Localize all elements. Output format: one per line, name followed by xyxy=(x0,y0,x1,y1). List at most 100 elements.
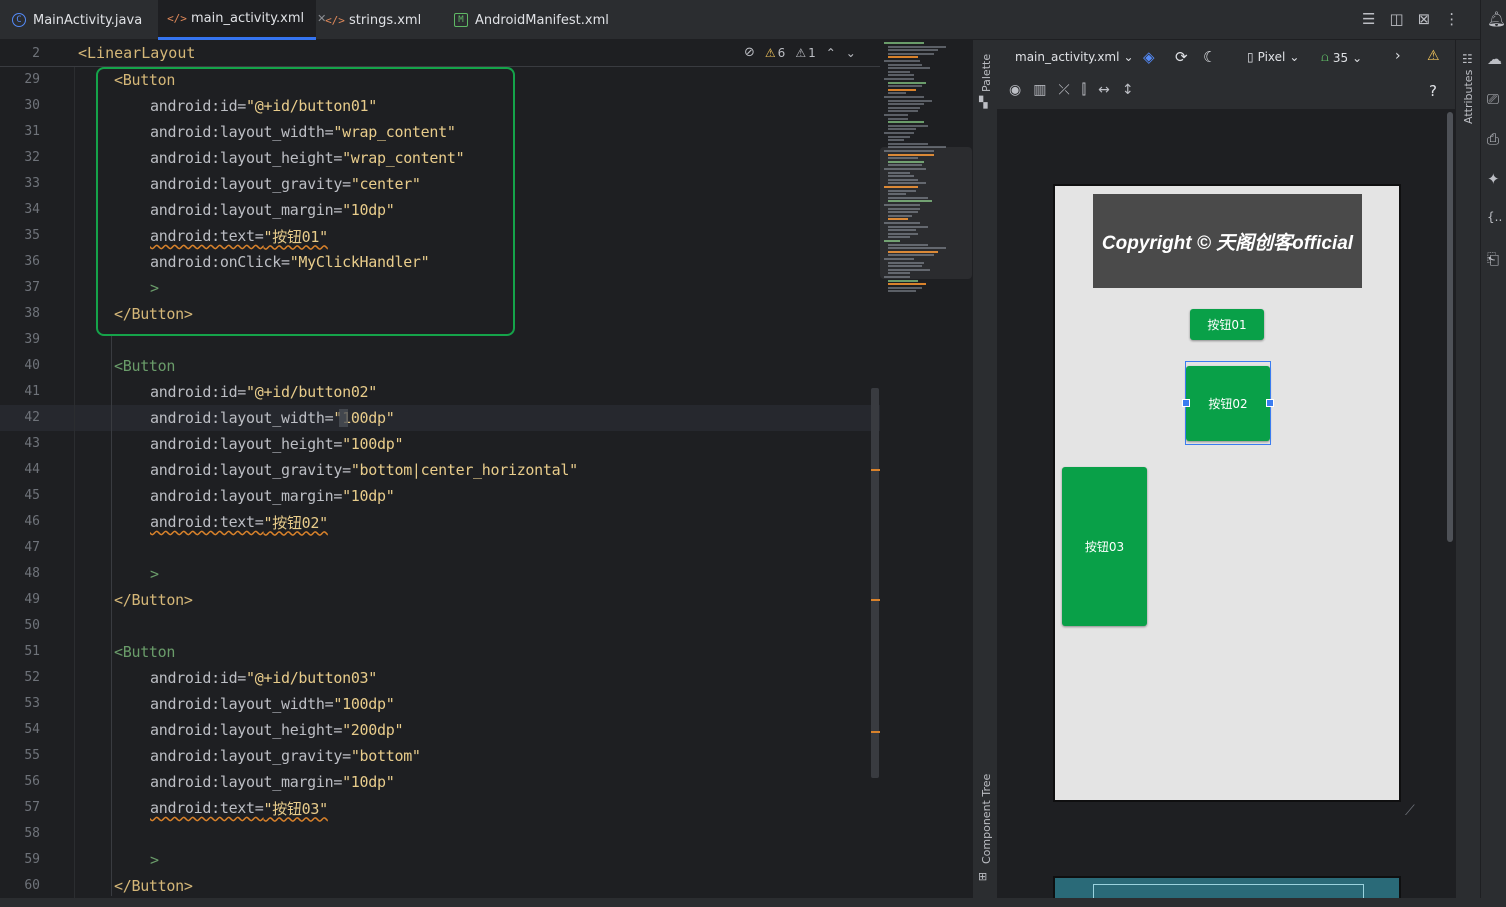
editor-scrollbar[interactable] xyxy=(871,388,879,778)
baseline-icon[interactable]: ⫿ xyxy=(1081,82,1087,98)
code-token: android:layout_gravity= xyxy=(150,747,351,765)
device-preview[interactable]: Copyright © 天阁创客official 按钮01 按钮02 按钮03 xyxy=(1053,184,1401,802)
line-number: 51 xyxy=(24,644,40,659)
canvas-scrollbar[interactable] xyxy=(1447,112,1453,542)
design-toolbar: main_activity.xml ⌄ ◈ ⟳ ☾ ▯ Pixel ⌄ ⩍ 35… xyxy=(997,40,1455,110)
reader-mode-icon[interactable]: ⊘ xyxy=(744,45,755,60)
more-options-icon[interactable]: ⋮ xyxy=(1444,10,1460,28)
file-selector[interactable]: main_activity.xml ⌄ xyxy=(1015,50,1134,64)
code-token: > xyxy=(150,279,159,297)
device-label: Pixel xyxy=(1257,50,1286,64)
device-explorer-icon[interactable]: ⎗ xyxy=(1487,250,1500,268)
chevron-down-icon: ⌄ xyxy=(1289,50,1300,64)
attributes-icon[interactable]: ☷ xyxy=(1462,52,1473,66)
resize-corner-icon[interactable]: ⟋ xyxy=(1405,803,1415,819)
orientation-icon[interactable]: ⟳ xyxy=(1175,48,1188,66)
design-view-icon[interactable]: ⊠ xyxy=(1417,10,1431,28)
attributes-tab[interactable]: Attributes xyxy=(1462,69,1475,124)
palette-tab[interactable]: Palette xyxy=(980,53,993,92)
minimap-line xyxy=(888,85,922,88)
code-token: android:id= xyxy=(150,669,247,687)
tool-window-bar: 🔔︎ ☁ ⎚ ⎙ ✦ {.. ⎗ xyxy=(1480,0,1506,907)
constraints-off-icon[interactable]: ⤫ xyxy=(1058,82,1070,98)
api-level-selector[interactable]: ⩍ 35 ⌄ xyxy=(1321,50,1362,65)
phone-icon: ▯ xyxy=(1247,50,1254,64)
minimap-line xyxy=(888,135,910,138)
preview-button03[interactable]: 按钮03 xyxy=(1062,467,1147,626)
tab-mainactivity-java[interactable]: C MainActivity.java xyxy=(0,0,156,40)
code-line: android:onClick="MyClickHandler" xyxy=(150,249,430,275)
code-token: > xyxy=(150,565,159,583)
minimap-line xyxy=(888,63,922,66)
minimap-line xyxy=(888,214,912,217)
copyright-banner[interactable]: Copyright © 天阁创客official xyxy=(1093,194,1362,288)
warning-marker[interactable] xyxy=(871,731,880,733)
line-number: 47 xyxy=(24,540,40,555)
code-view-icon[interactable]: ☰ xyxy=(1362,10,1376,28)
next-highlight-icon[interactable]: ⌄ xyxy=(845,45,856,60)
preview-button01[interactable]: 按钮01 xyxy=(1190,309,1264,340)
device-manager-icon[interactable]: ⎚ xyxy=(1487,90,1500,108)
help-icon[interactable]: ? xyxy=(1429,82,1437,100)
code-token: "按钮02" xyxy=(263,513,329,532)
design-surface-icon[interactable]: ◈ xyxy=(1143,48,1155,66)
gemini-icon[interactable]: ✦ xyxy=(1487,170,1500,188)
code-line: android:layout_margin="10dp" xyxy=(150,769,395,795)
warning-marker[interactable] xyxy=(871,599,880,601)
code-token: android:layout_width= xyxy=(150,123,334,141)
chevron-right-icon[interactable]: › xyxy=(1395,48,1401,64)
tab-androidmanifest-xml[interactable]: M AndroidManifest.xml xyxy=(442,0,612,40)
tab-main-activity-xml[interactable]: </> main_activity.xml ✕ xyxy=(158,0,326,40)
running-devices-icon[interactable]: ⎙ xyxy=(1487,130,1500,148)
horizontal-resize-icon[interactable]: ↔ xyxy=(1098,82,1110,98)
split-view-icon[interactable]: ◫ xyxy=(1389,10,1404,28)
line-number: 58 xyxy=(24,826,40,841)
minimap-line xyxy=(888,193,906,196)
blueprint-icon[interactable]: ▥ xyxy=(1033,82,1047,98)
line-number: 41 xyxy=(24,384,40,399)
minimap-viewport[interactable] xyxy=(880,147,972,279)
warning-icon[interactable]: ⚠ xyxy=(764,45,776,60)
prev-highlight-icon[interactable]: ⌃ xyxy=(825,45,836,60)
device-selector[interactable]: ▯ Pixel ⌄ xyxy=(1247,50,1299,64)
component-tree-tab[interactable]: Component Tree xyxy=(980,773,993,864)
code-token: "@+id/button02" xyxy=(246,383,378,401)
minimap-line xyxy=(888,279,918,282)
notifications-icon[interactable]: 🔔︎ xyxy=(1487,10,1506,28)
line-number: 54 xyxy=(24,722,40,737)
preview-button02[interactable]: 按钮02 xyxy=(1186,366,1270,441)
minimap-line xyxy=(888,247,946,250)
tab-strings-xml[interactable]: </> strings.xml xyxy=(316,0,440,40)
design-canvas[interactable]: Copyright © 天阁创客official 按钮01 按钮02 按钮03 … xyxy=(997,110,1455,907)
minimap-line xyxy=(888,254,934,257)
vertical-resize-icon[interactable]: ↕ xyxy=(1121,82,1134,98)
minimap-line xyxy=(888,236,910,239)
minimap-line xyxy=(888,103,924,106)
resize-handle[interactable] xyxy=(1182,399,1190,407)
minimap-line xyxy=(888,211,918,214)
palette-icon[interactable]: ▚ xyxy=(979,96,988,109)
warning-icon[interactable]: ⚠ xyxy=(1427,48,1440,64)
component-tree-icon[interactable]: ⊞ xyxy=(978,870,988,883)
view-options-icon[interactable]: ◉ xyxy=(1009,82,1022,98)
code-line: android:id="@+id/button03" xyxy=(150,665,377,691)
minimap-line xyxy=(884,222,920,224)
resize-handle[interactable] xyxy=(1266,399,1274,407)
api-level-label: 35 xyxy=(1332,50,1349,65)
warning-marker[interactable] xyxy=(871,469,880,471)
code-token: android:id= xyxy=(150,383,247,401)
chevron-down-icon: ⌄ xyxy=(1123,50,1134,64)
line-number: 2 xyxy=(32,46,40,61)
line-number: 59 xyxy=(24,852,40,867)
close-icon[interactable]: ✕ xyxy=(317,12,327,25)
weak-warning-icon[interactable]: ⚠ xyxy=(795,45,807,60)
code-line: android:layout_gravity="center" xyxy=(150,171,421,197)
weak-warning-count: 1 xyxy=(808,45,816,60)
json-icon[interactable]: {.. xyxy=(1487,210,1503,224)
gradle-icon[interactable]: ☁ xyxy=(1487,50,1502,68)
night-mode-icon[interactable]: ☾ xyxy=(1203,48,1217,66)
code-token: "wrap_content" xyxy=(342,149,465,167)
minimap[interactable] xyxy=(880,40,972,340)
